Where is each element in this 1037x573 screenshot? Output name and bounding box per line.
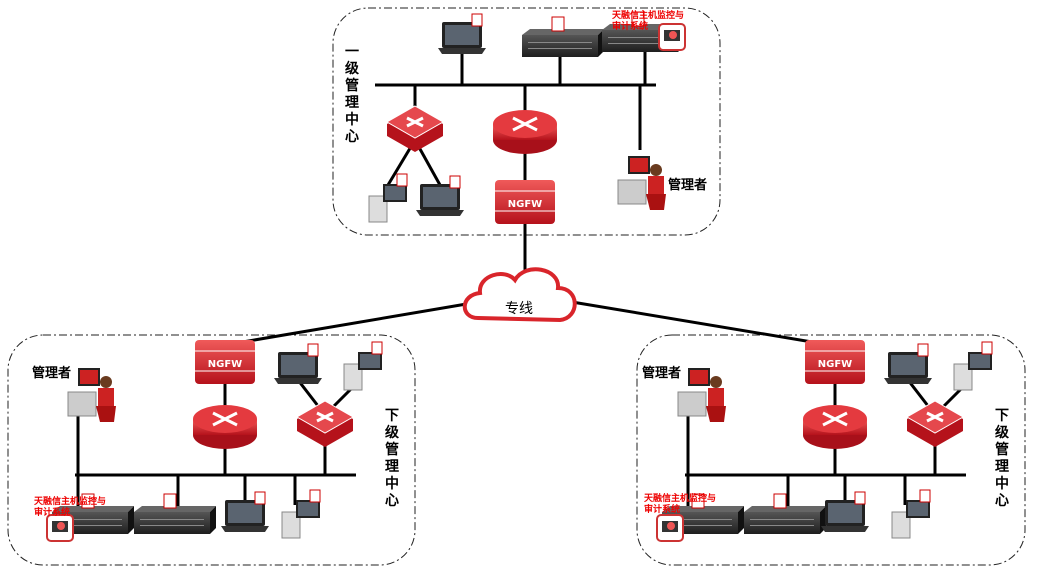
top-audit-label: 天融信主机监控与审计系统 (612, 11, 685, 32)
top-admin-label: 管理者 (668, 178, 708, 193)
firewall-label: NGFW (508, 199, 542, 210)
right-audit-label: 天融信主机监控与审计系统 (644, 494, 717, 515)
laptop-icon (273, 343, 323, 385)
right-center-boundary (636, 334, 1026, 566)
right-admin-label: 管理者 (642, 366, 682, 381)
left-admin-label: 管理者 (32, 366, 72, 381)
admin-workstation-icon (67, 367, 117, 423)
desktop-icon (281, 489, 321, 539)
top-links (224, 50, 831, 347)
switch-icon (295, 399, 355, 449)
server-icon (743, 493, 827, 535)
right-center-label: 下级管理中心 (995, 408, 1009, 509)
router-icon (491, 108, 559, 156)
router-icon (801, 403, 869, 451)
left-center-label: 下级管理中心 (385, 408, 399, 509)
left-audit-label: 天融信主机监控与审计系统 (34, 497, 107, 518)
server-icon (133, 493, 217, 535)
admin-workstation-icon (677, 367, 727, 423)
firewall-label: NGFW (818, 359, 852, 370)
switch-icon (385, 104, 445, 154)
top-center-label: 一级管理中心 (345, 44, 359, 145)
laptop-icon (883, 343, 933, 385)
cloud-icon (462, 267, 577, 323)
router-icon (191, 403, 259, 451)
firewall-label: NGFW (208, 359, 242, 370)
admin-workstation-icon (617, 155, 667, 211)
desktop-icon (368, 173, 408, 223)
desktop-icon (953, 341, 993, 391)
audit-monitor-icon (656, 514, 684, 542)
server-icon (521, 16, 605, 58)
cloud-label: 专线 (505, 301, 533, 317)
desktop-icon (891, 489, 931, 539)
laptop-icon (437, 13, 487, 55)
switch-icon (905, 399, 965, 449)
left-center-boundary (7, 334, 416, 566)
desktop-icon (343, 341, 383, 391)
